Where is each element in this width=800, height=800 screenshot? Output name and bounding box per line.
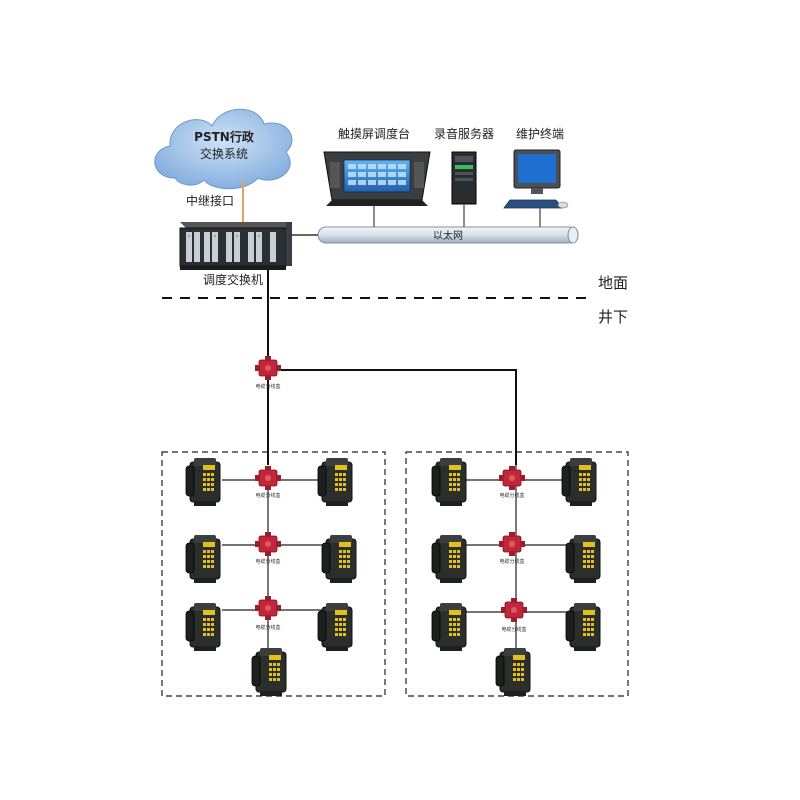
left-junction-label-3: 电缆分线盒 — [255, 624, 280, 631]
recording-server-label: 录音服务器 — [434, 126, 494, 141]
mining-phone-right-5 — [431, 602, 467, 652]
right-junction-label-3: 电缆分线盒 — [501, 626, 526, 633]
right-junction-box-2: 电缆分线盒 — [498, 531, 526, 565]
touch-console-label: 触摸屏调度台 — [338, 126, 410, 141]
cable-to-right-group — [278, 369, 517, 465]
left-junction-box-2: 电缆分线盒 — [254, 531, 282, 565]
mining-phone-left-4 — [321, 534, 357, 584]
ethernet-label: 以太网 — [433, 229, 463, 242]
mining-phone-left-5 — [185, 602, 221, 652]
mining-phone-right-1 — [431, 457, 467, 507]
maintenance-terminal: 维护终端 — [503, 126, 569, 209]
ground-label: 地面 — [598, 274, 628, 292]
mining-phone-right-6 — [565, 602, 601, 652]
right-group-boundary — [405, 451, 629, 697]
main-junction-label: 电缆分线盒 — [255, 383, 280, 390]
mining-phone-left-7 — [251, 647, 287, 697]
pstn-cloud: PSTN行政 交换系统 — [154, 108, 293, 190]
left-junction-label-2: 电缆分线盒 — [255, 558, 280, 565]
switch-label: 调度交换机 — [203, 272, 263, 287]
trunk-label: 中继接口 — [186, 193, 234, 208]
pstn-label-line1: PSTN行政 — [194, 129, 255, 144]
mining-phone-right-3 — [431, 534, 467, 584]
left-junction-label-1: 电缆分线盒 — [255, 492, 280, 499]
right-junction-box-3: 电缆分线盒 — [500, 597, 528, 633]
right-junction-label-2: 电缆分线盒 — [499, 558, 524, 565]
dispatch-switch: 调度交换机 — [179, 222, 292, 287]
pstn-label-line2: 交换系统 — [200, 146, 248, 161]
mining-phone-right-4 — [565, 534, 601, 584]
mining-phone-left-1 — [185, 457, 221, 507]
right-junction-label-1: 电缆分线盒 — [499, 492, 524, 499]
mining-phone-left-3 — [185, 534, 221, 584]
maintenance-terminal-label: 维护终端 — [516, 126, 564, 141]
right-junction-box-1: 电缆分线盒 — [498, 465, 526, 499]
mining-phone-left-6 — [317, 602, 353, 652]
main-junction-box: 电缆分线盒 — [254, 355, 282, 390]
left-group-boundary — [161, 451, 386, 697]
touch-console: 触摸屏调度台 — [323, 126, 431, 206]
left-junction-box-3: 电缆分线盒 — [254, 595, 282, 631]
mining-phone-right-7 — [495, 647, 531, 697]
underground-label: 井下 — [598, 308, 628, 326]
ethernet-bus: 以太网 — [317, 226, 579, 244]
recording-server: 录音服务器 — [434, 126, 494, 205]
mining-phone-right-2 — [561, 457, 597, 507]
mining-phone-left-2 — [317, 457, 353, 507]
left-junction-box-1: 电缆分线盒 — [254, 465, 282, 499]
